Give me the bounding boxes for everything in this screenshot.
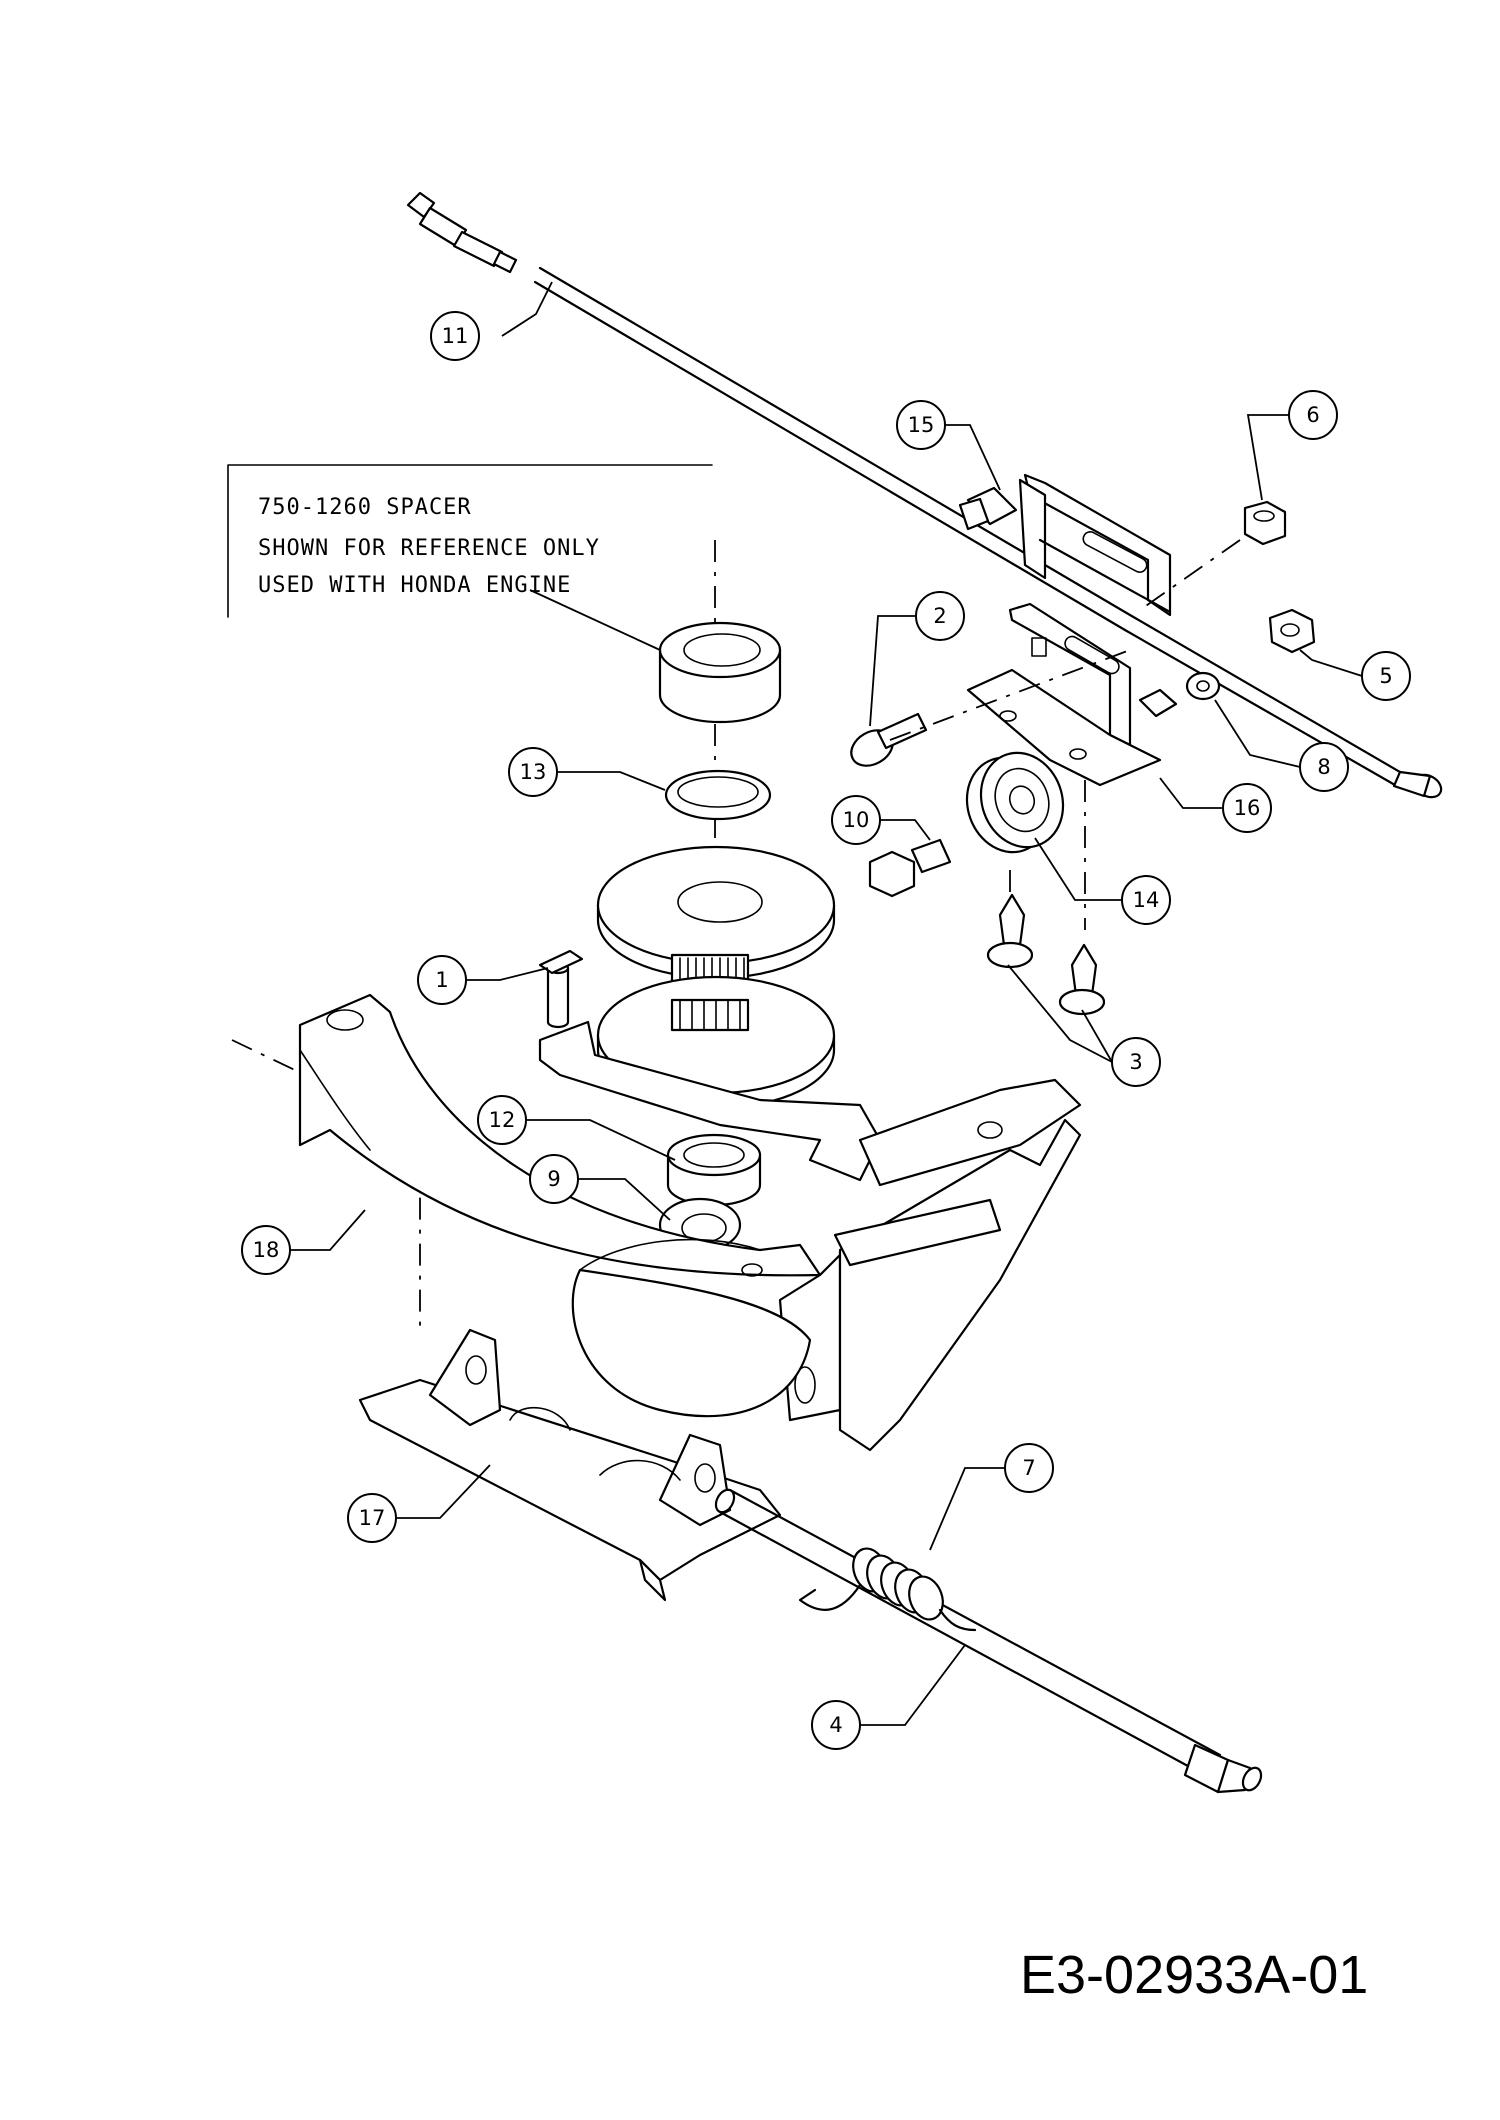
callout-16: 16 xyxy=(1222,783,1272,833)
svg-text:18: 18 xyxy=(253,1238,280,1262)
svg-text:4: 4 xyxy=(829,1713,842,1737)
housing xyxy=(571,1238,812,1418)
svg-text:7: 7 xyxy=(1022,1456,1035,1480)
idler-pulley xyxy=(965,751,1065,854)
washer xyxy=(1185,671,1221,701)
reference-note: 750-1260 SPACER SHOWN FOR REFERENCE ONLY… xyxy=(227,464,713,618)
svg-text:17: 17 xyxy=(359,1506,386,1530)
svg-text:13: 13 xyxy=(520,760,547,784)
callout-13: 13 xyxy=(508,747,558,797)
torsion-spring xyxy=(798,1547,977,1632)
bearing xyxy=(666,1133,762,1207)
callout-6: 6 xyxy=(1288,390,1338,440)
base-plate xyxy=(358,1328,782,1602)
callout-5: 5 xyxy=(1361,651,1411,701)
svg-text:5: 5 xyxy=(1379,664,1392,688)
svg-text:9: 9 xyxy=(547,1167,560,1191)
callout-4: 4 xyxy=(811,1700,861,1750)
hex-nut xyxy=(1268,608,1316,654)
lower-shaft xyxy=(714,1488,1263,1794)
callout-10: 10 xyxy=(831,795,881,845)
callout-15: 15 xyxy=(896,400,946,450)
upper-bracket xyxy=(1018,473,1172,617)
svg-text:14: 14 xyxy=(1133,888,1160,912)
note-line-3: USED WITH HONDA ENGINE xyxy=(258,573,571,598)
pin xyxy=(538,949,584,1029)
svg-text:16: 16 xyxy=(1234,796,1261,820)
callout-1: 1 xyxy=(417,955,467,1005)
callout-17: 17 xyxy=(347,1493,397,1543)
callout-8: 8 xyxy=(1299,742,1349,792)
leader-lines xyxy=(290,281,1363,1726)
callout-14: 14 xyxy=(1121,875,1171,925)
callout-7: 7 xyxy=(1004,1443,1054,1493)
svg-text:8: 8 xyxy=(1317,755,1330,779)
callout-11: 11 xyxy=(430,311,480,361)
svg-text:15: 15 xyxy=(908,413,935,437)
callout-2: 2 xyxy=(915,591,965,641)
drawing-number: E3-02933A-01 xyxy=(1020,1945,1369,2005)
ring xyxy=(664,769,772,821)
cable-rod xyxy=(406,191,1443,799)
drive-pulley xyxy=(596,845,836,1110)
spacer xyxy=(658,621,782,724)
svg-text:2: 2 xyxy=(933,604,946,628)
callout-9: 9 xyxy=(529,1154,579,1204)
callout-18: 18 xyxy=(241,1225,291,1275)
svg-text:10: 10 xyxy=(843,808,870,832)
carriage-bolt xyxy=(850,712,928,767)
note-line-1: 750-1260 SPACER xyxy=(258,495,472,520)
note-line-2: SHOWN FOR REFERENCE ONLY xyxy=(258,536,600,561)
lower-bracket xyxy=(966,602,1162,787)
callout-12: 12 xyxy=(477,1095,527,1145)
push-rivets xyxy=(986,893,1106,1016)
support-plate xyxy=(538,1020,882,1182)
svg-text:3: 3 xyxy=(1129,1050,1142,1074)
svg-text:6: 6 xyxy=(1306,403,1319,427)
svg-text:1: 1 xyxy=(435,968,448,992)
svg-text:11: 11 xyxy=(442,324,469,348)
lever-arm xyxy=(833,1078,1082,1452)
lock-nut xyxy=(1243,500,1287,546)
bracket-stud xyxy=(1138,688,1178,718)
callout-3: 3 xyxy=(1111,1037,1161,1087)
svg-text:12: 12 xyxy=(489,1108,516,1132)
hex-bolt xyxy=(868,838,952,898)
